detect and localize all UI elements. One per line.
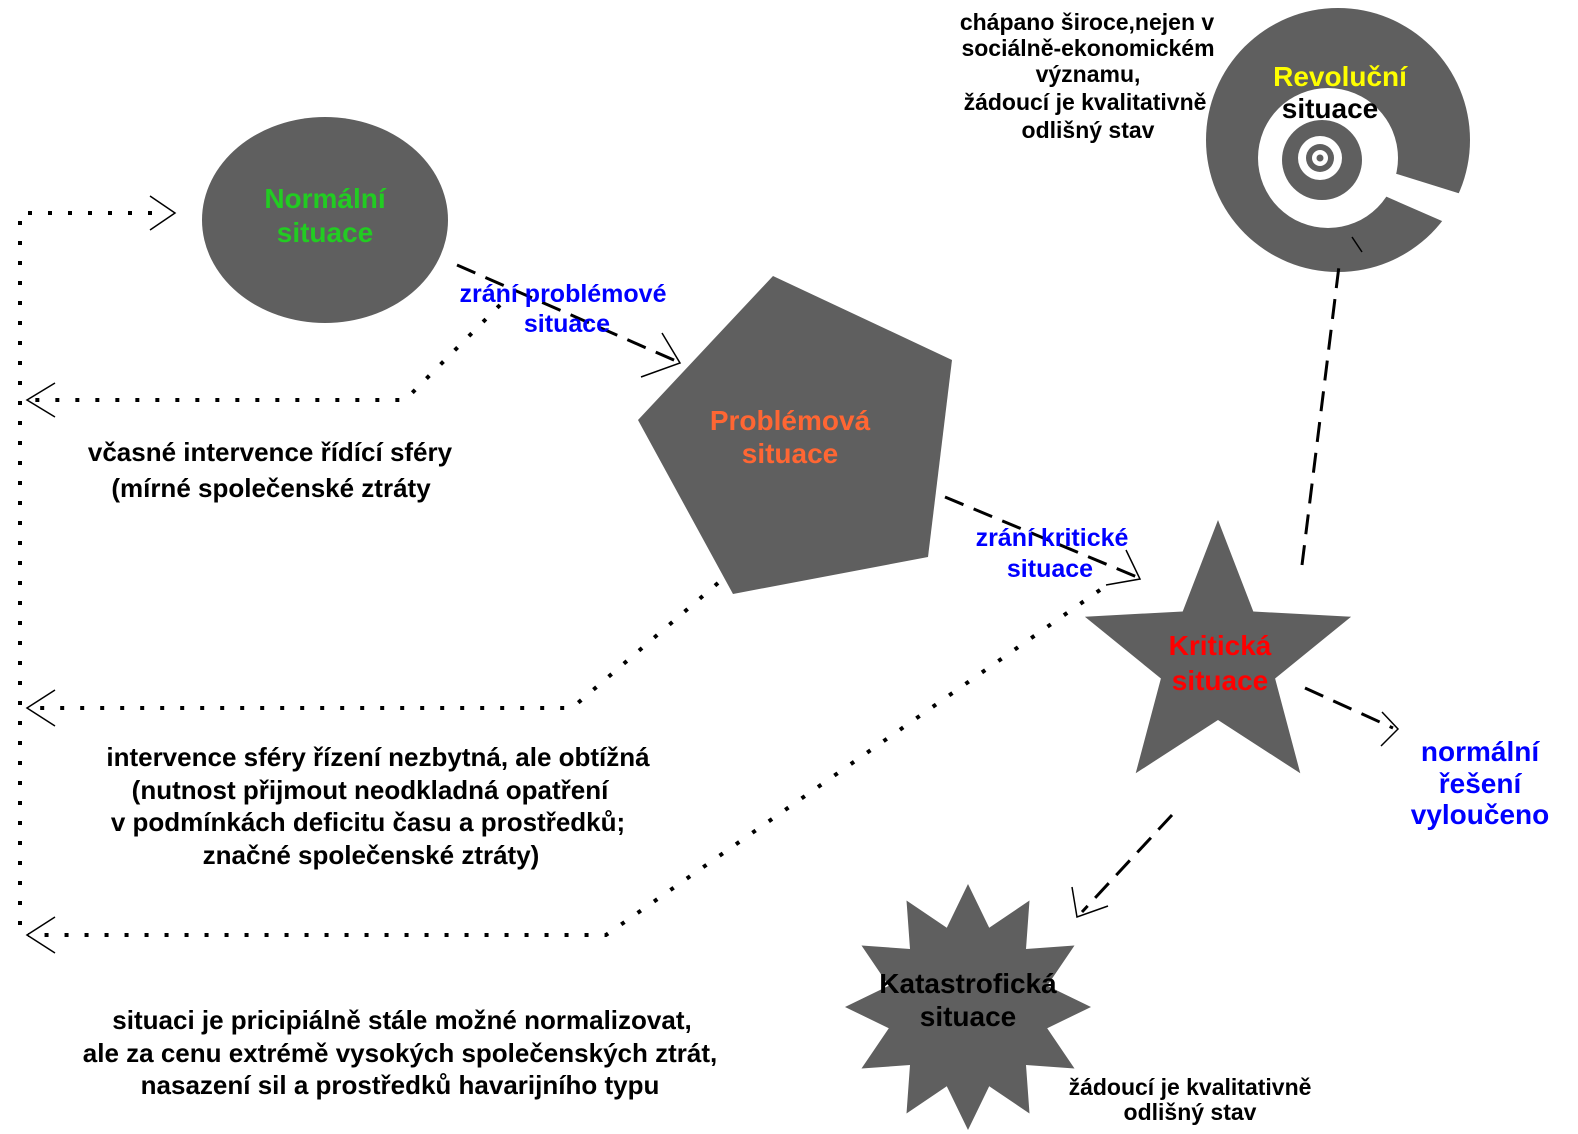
excluded-label-3: vyloučeno [1411,799,1549,830]
feedback-arrowhead-extreme [25,916,56,954]
feedback-arrowhead-to-normal [149,195,177,231]
feedback-line-from-normal [28,303,502,402]
extreme-intervention-line-2: ale za cenu extrémě vysokých společenský… [83,1038,717,1068]
catastrophe-note-line-2: odlišný stav [1124,1099,1257,1125]
early-intervention-line-2: (mírné společenské ztráty [111,473,431,503]
revolution-note-line-4: žádoucí je kvalitativně [964,89,1207,115]
spiral-core [1316,154,1324,162]
critical-situation-label-2: situace [1172,665,1269,696]
problem-situation-pentagon [638,276,952,594]
revolution-note-line-2: sociálně-ekonomickém [961,35,1214,61]
normal-situation-ellipse [202,117,448,323]
feedback-line-from-critical [28,588,1102,937]
ripening-critical-label-2: situace [1007,555,1093,583]
arrowhead-critical [1105,549,1142,586]
difficult-intervention-line-1: intervence sféry řízení nezbytná, ale ob… [106,742,650,772]
revolution-spiral [1206,8,1474,272]
arrowhead-problem [640,332,682,378]
excluded-label-2: řešení [1439,768,1523,799]
difficult-intervention-line-4: značné společenské ztráty) [203,840,540,870]
spiral-notch [1352,160,1474,221]
arrow-critical-to-catastrophe [1080,813,1174,914]
extreme-intervention-line-3: nasazení sil a prostředků havarijního ty… [141,1070,660,1100]
arrow-normal-to-problem [456,263,677,363]
revolution-note-line-1: chápano široce,nejen v [960,9,1215,35]
catastrophe-situation-star [845,884,1091,1130]
ripening-problem-label-1: zrání problémové [460,280,667,308]
arrowhead-revolution [1351,236,1363,253]
catastrophe-situation-label-1: Katastrofická [879,968,1057,999]
revolution-note-line-5: odlišný stav [1022,117,1155,143]
arrow-critical-to-excluded [1304,686,1394,730]
extreme-intervention-line-1: situaci je pricipiálně stále možné norma… [112,1005,691,1035]
difficult-intervention-line-2: (nutnost přijmout neodkladná opatření [132,775,609,805]
arrowhead-excluded [1380,711,1400,747]
early-intervention-line-1: včasné intervence řídící sféry [88,437,453,467]
problem-situation-label-2: situace [742,438,839,469]
arrowhead-catastrophe [1071,886,1109,919]
catastrophe-note-line-1: žádoucí je kvalitativně [1069,1074,1312,1100]
feedback-arrowhead-early [25,382,56,418]
normal-situation-label-2: situace [277,217,374,248]
ripening-critical-label-1: zrání kritické [976,524,1129,552]
revolution-note-line-3: významu, [1036,61,1141,87]
revolution-situation-label-1: Revoluční [1273,61,1408,92]
critical-situation-label-1: Kritická [1169,630,1272,661]
difficult-intervention-line-3: v podmínkách deficitu času a prostředků; [111,807,625,837]
excluded-label-1: normální [1421,736,1540,767]
arrow-problem-to-critical [944,495,1138,579]
feedback-line-from-problem [28,581,720,710]
feedback-line-main [18,211,152,938]
normal-situation-label-1: Normální [264,183,387,214]
revolution-situation-label-2: situace [1282,93,1379,124]
problem-situation-label-1: Problémová [710,405,871,436]
catastrophe-situation-label-2: situace [920,1001,1017,1032]
feedback-arrowhead-difficult [25,689,56,727]
arrow-critical-to-revolution [1300,257,1342,566]
ripening-problem-label-2: situace [524,310,610,338]
critical-situation-star [1084,520,1352,774]
